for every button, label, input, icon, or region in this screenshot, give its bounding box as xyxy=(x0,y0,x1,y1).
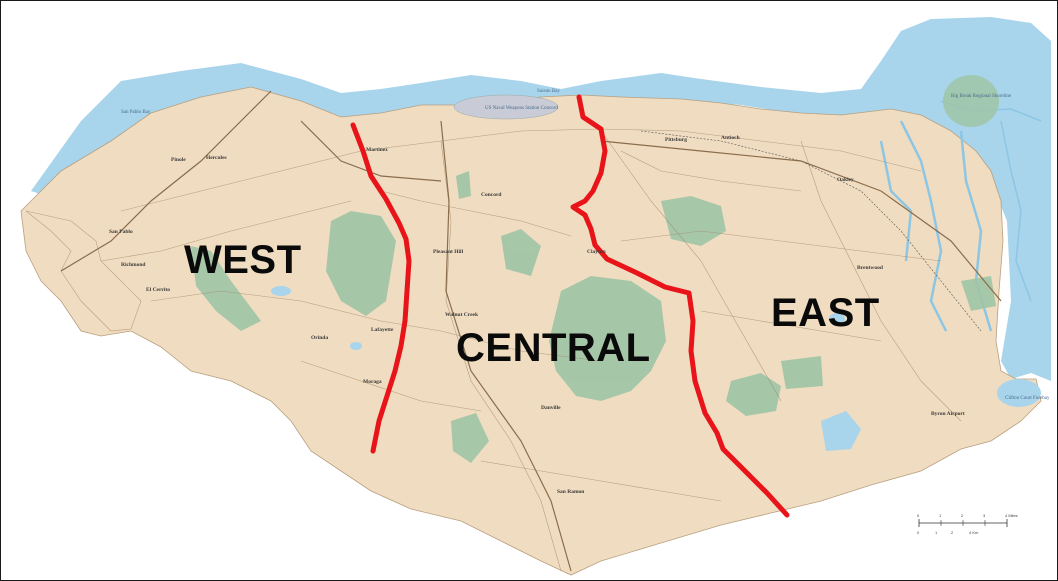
region-label-east: EAST xyxy=(771,291,880,335)
clifton-court-label: Clifton Court Forebay xyxy=(1005,396,1050,401)
scale-top-2: 2 xyxy=(961,513,964,518)
place-danville: Danville xyxy=(541,405,561,411)
scale-top-1: 1 xyxy=(939,513,942,518)
delta-wetland-park xyxy=(943,75,999,127)
place-hercules: Hercules xyxy=(206,155,227,161)
west-central-boundary xyxy=(350,122,412,454)
place-pittsburg: Pittsburg xyxy=(665,137,687,143)
railroad xyxy=(640,130,982,332)
place-clayton: Clayton xyxy=(587,249,606,255)
place-moraga: Moraga xyxy=(363,379,382,385)
san-pablo-bay-label: San Pablo Bay xyxy=(121,110,151,115)
place-concord: Concord xyxy=(481,192,501,198)
suisun-bay-label: Suisun Bay xyxy=(537,89,560,94)
region-label-central: CENTRAL xyxy=(456,326,651,370)
place-oakley: Oakley xyxy=(837,177,854,183)
place-pinole: Pinole xyxy=(171,157,186,163)
naval-weapons-area xyxy=(453,94,559,120)
reservoirs xyxy=(271,286,861,451)
scale-bottom-2: 2 xyxy=(951,530,954,535)
place-san-pablo: San Pablo xyxy=(109,229,133,235)
place-brentwood: Brentwood xyxy=(857,265,883,271)
scale-top-4: 4 Miles xyxy=(1005,513,1018,518)
scale-bottom-3: 4 Km xyxy=(969,530,979,535)
scale-bottom-0: 0 xyxy=(917,530,920,535)
central-east-boundary xyxy=(570,94,790,518)
place-labels: Pinole Hercules San Pablo Richmond El Ce… xyxy=(109,135,965,495)
place-el-cerrito: El Cerrito xyxy=(146,287,170,293)
west-peninsula xyxy=(25,210,142,332)
scale-bottom-1: 1 xyxy=(935,530,938,535)
place-walnut-creek: Walnut Creek xyxy=(445,312,479,318)
scale-top-0: 0 xyxy=(917,513,920,518)
place-byron: Byron Airport xyxy=(931,411,965,417)
place-lafayette: Lafayette xyxy=(371,327,394,333)
freeways xyxy=(60,90,1002,572)
place-orinda: Orinda xyxy=(311,335,328,341)
road-network xyxy=(100,128,962,572)
scale-bar: 0 1 2 3 4 Miles 0 1 2 4 Km xyxy=(917,513,1018,535)
parks xyxy=(191,171,996,463)
place-antioch: Antioch xyxy=(721,135,740,141)
region-label-west: WEST xyxy=(184,238,302,282)
san-pablo-bay-water xyxy=(31,17,1051,381)
place-san-ramon: San Ramon xyxy=(557,489,584,495)
place-richmond: Richmond xyxy=(121,262,145,268)
naval-weapons-label: US Naval Weapons Station Concord xyxy=(485,106,558,111)
scale-top-3: 3 xyxy=(983,513,986,518)
delta-park-label: Big Break Regional Shoreline xyxy=(951,94,1012,99)
place-pleasant-hill: Pleasant Hill xyxy=(433,249,464,255)
place-martinez: Martinez xyxy=(366,147,388,153)
clifton-court-forebay xyxy=(997,379,1041,407)
